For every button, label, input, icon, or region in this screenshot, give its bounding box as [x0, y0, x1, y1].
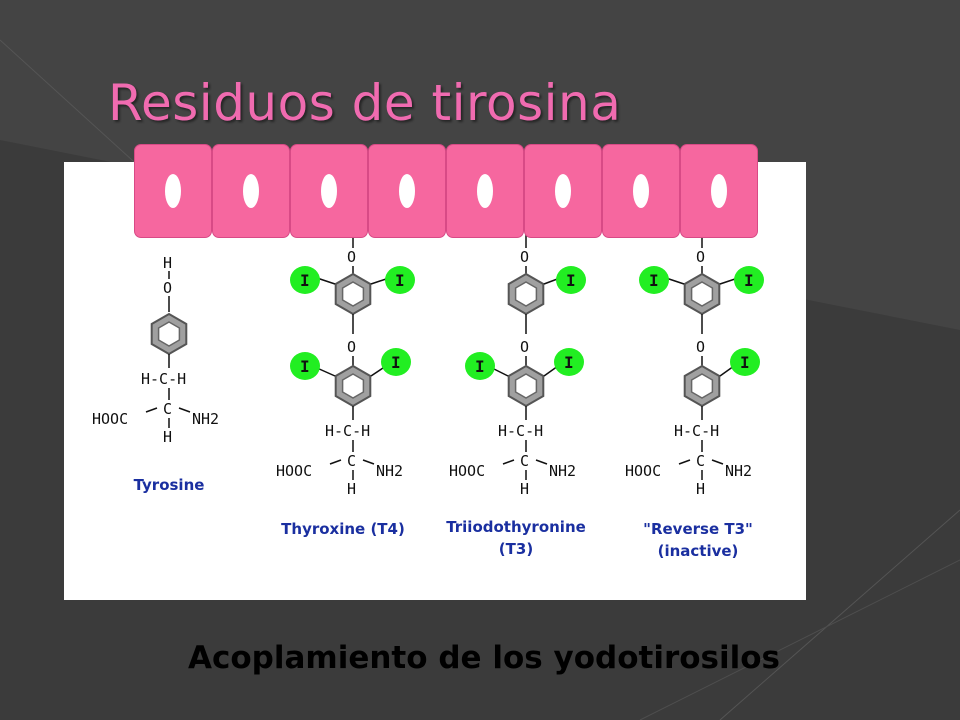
atom-hooc: HOOC	[92, 410, 128, 428]
atom-o: O	[347, 248, 356, 266]
cell-nucleus	[399, 174, 415, 208]
slide-title: Residuos de tirosina	[108, 74, 622, 132]
follicular-cell	[134, 144, 212, 238]
follicular-cell	[602, 144, 680, 238]
follicular-cell	[368, 144, 446, 238]
cell-nucleus	[165, 174, 181, 208]
atom-c: C	[163, 400, 172, 418]
atom-o: O	[696, 338, 705, 356]
iodine-label: I	[300, 357, 310, 376]
atom-o: O	[696, 248, 705, 266]
atom-o: O	[520, 338, 529, 356]
label-thyroxine: Thyroxine (T4)	[281, 520, 405, 538]
atom-o: O	[347, 338, 356, 356]
atom-hch: H-C-H	[141, 370, 186, 388]
iodine-label: I	[566, 271, 576, 290]
iodine-label: I	[649, 271, 659, 290]
molecule-triiodothyronine: O I O I I H-C-H C HOOC NH2 H	[446, 234, 586, 558]
cell-nucleus	[321, 174, 337, 208]
atom-hch: H-C-H	[325, 422, 370, 440]
atom-nh2: NH2	[376, 462, 403, 480]
iodine-label: I	[300, 271, 310, 290]
cell-nucleus	[477, 174, 493, 208]
cell-nucleus	[555, 174, 571, 208]
atom-nh2: NH2	[549, 462, 576, 480]
atom-o: O	[163, 279, 172, 297]
label-reverse-t3-1: "Reverse T3"	[643, 520, 753, 538]
atom-o: O	[520, 248, 529, 266]
label-triiodothyronine-2: (T3)	[499, 540, 533, 558]
follicular-cell	[680, 144, 758, 238]
atom-hooc: HOOC	[276, 462, 312, 480]
atom-c: C	[520, 452, 529, 470]
molecule-thyroxine: O I I O I I H-C-H C HOOC NH	[276, 234, 415, 538]
atom-nh2: NH2	[192, 410, 219, 428]
atom-nh2: NH2	[725, 462, 752, 480]
iodine-label: I	[391, 353, 401, 372]
atom-hch: H-C-H	[674, 422, 719, 440]
cell-nucleus	[633, 174, 649, 208]
molecule-reverse-t3: O I I O I H-C-H C HOOC NH2 H	[625, 234, 764, 560]
follicular-cell	[290, 144, 368, 238]
structures-svg: H O H-C-H C HOOC NH2 H Tyrosine O	[92, 234, 764, 560]
cell-nucleus	[243, 174, 259, 208]
follicular-cell	[524, 144, 602, 238]
atom-hooc: HOOC	[625, 462, 661, 480]
iodine-label: I	[740, 353, 750, 372]
atom-h: H	[520, 480, 529, 498]
atom-c: C	[696, 452, 705, 470]
atom-hch: H-C-H	[498, 422, 543, 440]
atom-hooc: HOOC	[449, 462, 485, 480]
molecule-tyrosine: H O H-C-H C HOOC NH2 H Tyrosine	[92, 254, 219, 494]
label-tyrosine: Tyrosine	[134, 476, 205, 494]
iodine-label: I	[564, 353, 574, 372]
iodine-label: I	[744, 271, 754, 290]
label-triiodothyronine-1: Triiodothyronine	[446, 518, 586, 536]
atom-h: H	[163, 254, 172, 272]
cell-nucleus	[711, 174, 727, 208]
follicular-cell	[212, 144, 290, 238]
iodine-label: I	[475, 357, 485, 376]
atom-h: H	[696, 480, 705, 498]
slide-subtitle: Acoplamiento de los yodotirosilos	[188, 640, 780, 676]
atom-h: H	[163, 428, 172, 446]
iodine-label: I	[395, 271, 405, 290]
atom-c: C	[347, 452, 356, 470]
label-reverse-t3-2: (inactive)	[658, 542, 739, 560]
follicular-cell	[446, 144, 524, 238]
atom-h: H	[347, 480, 356, 498]
